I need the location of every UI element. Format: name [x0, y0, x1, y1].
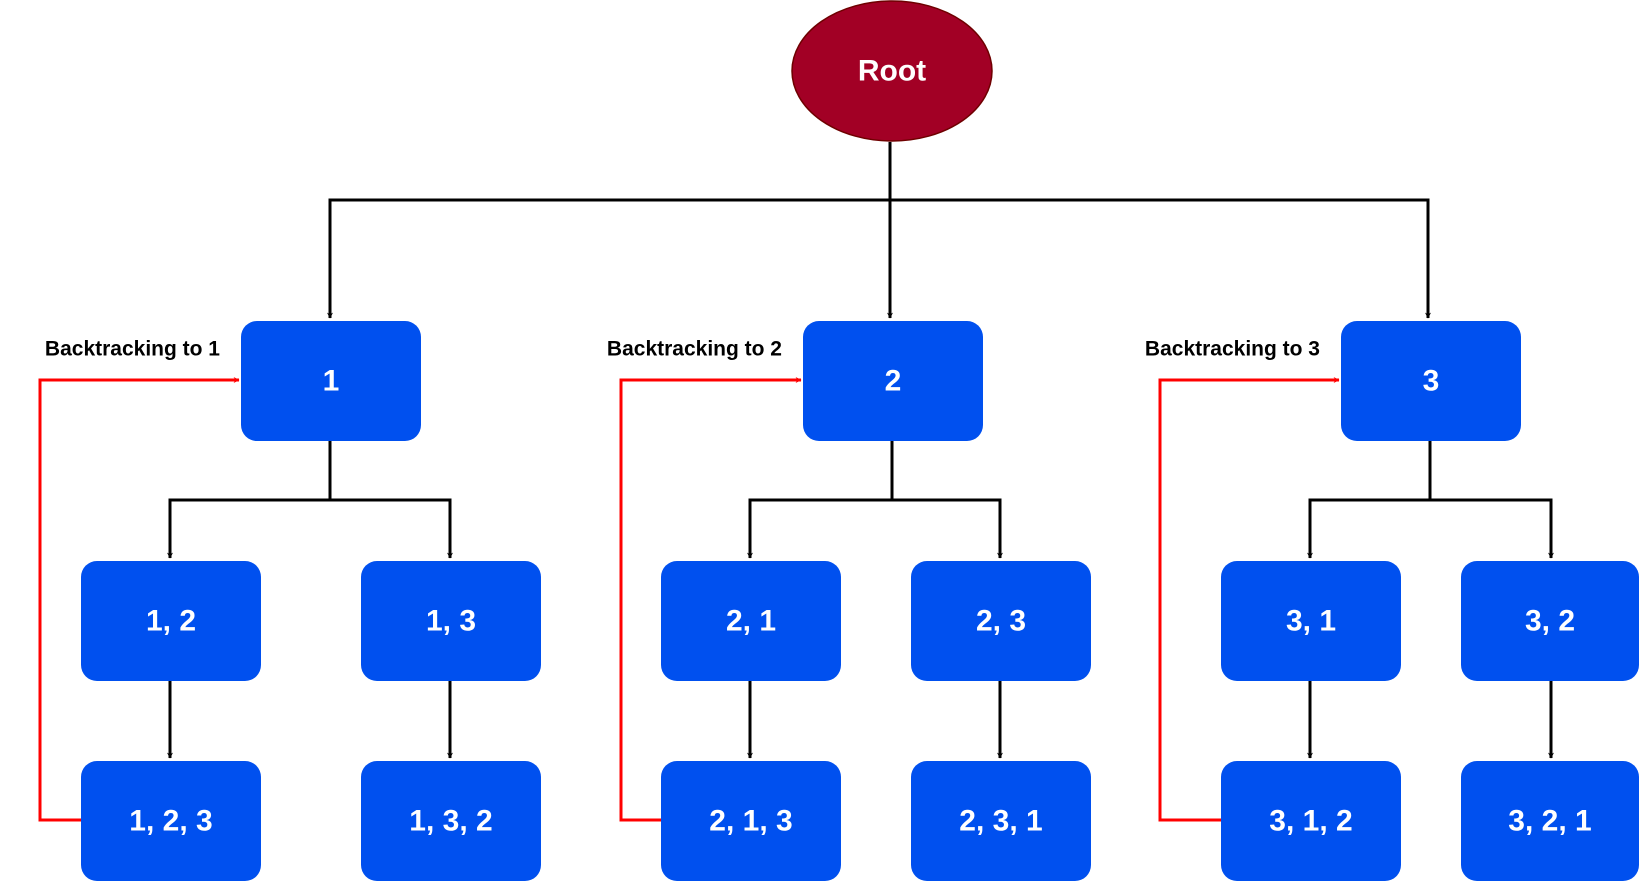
node-1-2-3: 1, 2, 3: [81, 761, 261, 881]
backtrack-edge-1: [38, 377, 240, 822]
edge-3-to-32: [1430, 498, 1554, 559]
node-box: [361, 561, 541, 681]
node-label: 2, 3: [976, 605, 1026, 638]
root-ellipse: [791, 0, 993, 142]
node-label: 1, 3, 2: [409, 805, 492, 838]
node-box: [241, 321, 421, 441]
node-box: [1221, 761, 1401, 881]
node-box: [661, 561, 841, 681]
level2-nodes: 1, 2 1, 3 2, 1 2, 3 3, 1 3, 2: [81, 561, 1639, 681]
node-label: 2: [885, 365, 902, 398]
node-3-1-2: 3, 1, 2: [1221, 761, 1401, 881]
node-3-1: 3, 1: [1221, 561, 1401, 681]
backtrack-edge-2: [619, 377, 802, 822]
node-1-3-2: 1, 3, 2: [361, 761, 541, 881]
level2-edges: [167, 680, 1554, 759]
backtrack-label-2: Backtracking to 2: [607, 338, 782, 361]
node-3-2: 3, 2: [1461, 561, 1639, 681]
backtrack-label-3: Backtracking to 3: [1145, 338, 1320, 361]
level1-edges: [167, 440, 1554, 559]
node-label: 1, 2: [146, 605, 196, 638]
node-box: [1221, 561, 1401, 681]
node-box: [81, 561, 261, 681]
node-label: 3, 2: [1525, 605, 1575, 638]
node-1-2: 1, 2: [81, 561, 261, 681]
node-box: [1461, 561, 1639, 681]
node-2: 2: [803, 321, 983, 441]
edge-2-to-21: [747, 440, 894, 559]
backtrack-label-1: Backtracking to 1: [45, 338, 220, 361]
node-label: 3: [1423, 365, 1440, 398]
edge-2-to-23: [892, 498, 1003, 559]
backtrack-edge-3: [1158, 377, 1340, 822]
node-1: 1: [241, 321, 421, 441]
node-2-3: 2, 3: [911, 561, 1091, 681]
node-label: 3, 2, 1: [1508, 805, 1591, 838]
backtrack-labels: Backtracking to 1 Backtracking to 2 Back…: [45, 338, 1320, 361]
root-node: Root: [791, 0, 993, 142]
backtrack-edges: [38, 377, 1340, 822]
edge-root-to-1: [327, 142, 892, 319]
node-label: 2, 3, 1: [959, 805, 1042, 838]
node-label: 1, 2, 3: [129, 805, 212, 838]
node-box: [803, 321, 983, 441]
node-3: 3: [1341, 321, 1521, 441]
level1-nodes: 1 2 3: [241, 321, 1521, 441]
edge-3-to-31: [1307, 440, 1432, 559]
node-box: [1341, 321, 1521, 441]
level3-nodes: 1, 2, 3 1, 3, 2 2, 1, 3 2, 3, 1 3, 1, 2 …: [81, 761, 1639, 881]
node-box: [1461, 761, 1639, 881]
node-label: 2, 1, 3: [709, 805, 792, 838]
node-label: 3, 1: [1286, 605, 1336, 638]
node-1-3: 1, 3: [361, 561, 541, 681]
root-edges: [327, 142, 1431, 319]
edge-root-to-3: [890, 198, 1431, 319]
edge-1-to-12: [167, 440, 332, 559]
node-2-3-1: 2, 3, 1: [911, 761, 1091, 881]
node-3-2-1: 3, 2, 1: [1461, 761, 1639, 881]
node-label: 1: [323, 365, 340, 398]
node-label: 3, 1, 2: [1269, 805, 1352, 838]
node-box: [911, 761, 1091, 881]
node-2-1: 2, 1: [661, 561, 841, 681]
edge-1-to-13: [330, 498, 453, 559]
node-2-1-3: 2, 1, 3: [661, 761, 841, 881]
node-label: 2, 1: [726, 605, 776, 638]
node-label: 1, 3: [426, 605, 476, 638]
root-label: Root: [858, 55, 926, 88]
node-box: [361, 761, 541, 881]
node-box: [911, 561, 1091, 681]
node-box: [81, 761, 261, 881]
node-box: [661, 761, 841, 881]
